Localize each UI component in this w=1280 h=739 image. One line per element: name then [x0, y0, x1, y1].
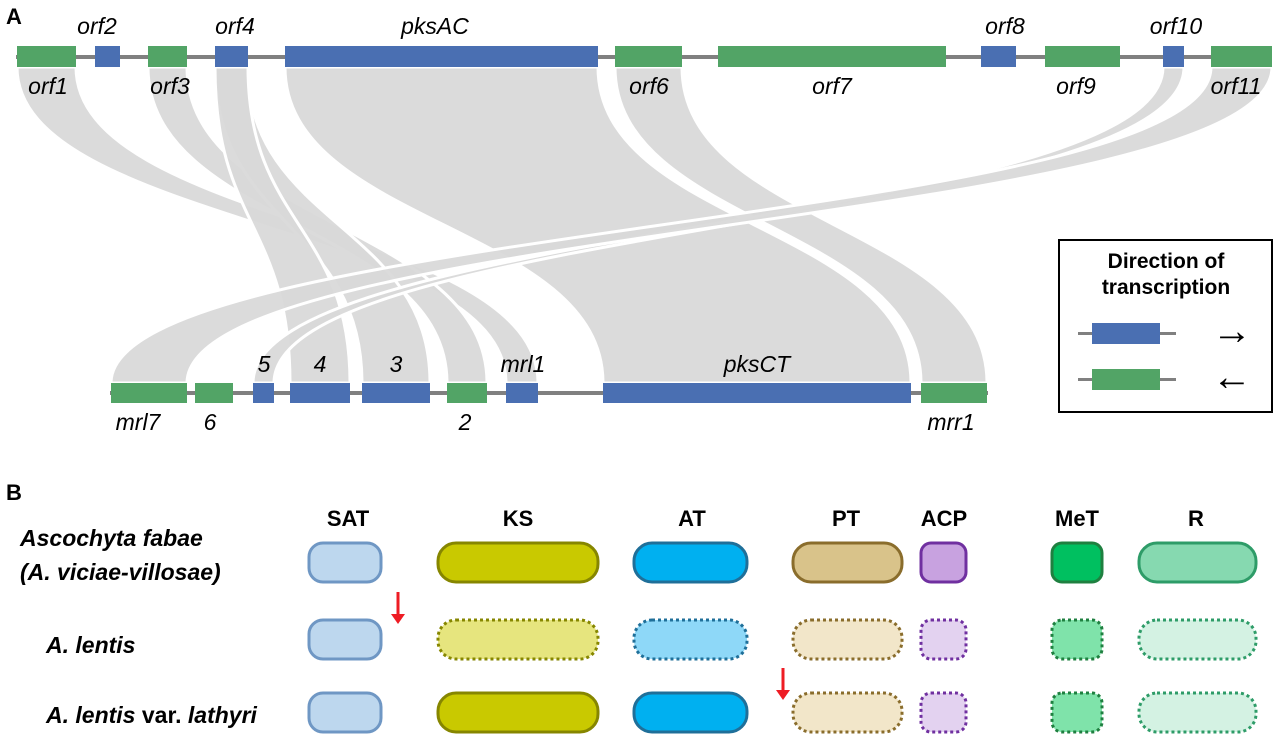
domain-box-r-row2 — [1137, 618, 1258, 661]
domain-box-sat-row3 — [307, 691, 383, 734]
gene-top-orf9 — [1045, 46, 1120, 67]
mutation-markers — [391, 592, 790, 700]
domain-box-met-row3 — [1050, 691, 1104, 734]
gene-label-orf10: orf10 — [1150, 13, 1203, 39]
gene-label-mrl1: mrl1 — [501, 351, 546, 377]
gene-arrows — [17, 46, 1272, 403]
domain-header-ks: KS — [503, 506, 534, 531]
gene-label-3: 3 — [390, 351, 403, 377]
domain-box-pt-row2 — [791, 618, 904, 661]
gene-label-mrr1: mrr1 — [927, 409, 974, 435]
species-label-fabae: Ascochyta fabae — [19, 525, 203, 551]
gene-top-orf8 — [981, 46, 1016, 67]
domain-header-pt: PT — [832, 506, 861, 531]
domain-box-sat-row2 — [307, 618, 383, 661]
species-label-fabae-synonym: (A. viciae-villosae) — [20, 559, 221, 585]
domain-box-at-row3 — [632, 691, 749, 734]
domain-box-pt-row3 — [791, 691, 904, 734]
gene-label-orf9: orf9 — [1056, 73, 1096, 99]
bottom-cluster-backbone — [110, 391, 988, 395]
gene-bottom-mrl1 — [506, 383, 538, 403]
domain-box-acp-row1 — [919, 541, 968, 584]
gene-label-orf6: orf6 — [629, 73, 669, 99]
species-label-lathyri: A. lentis var. lathyri — [45, 702, 258, 728]
domain-box-r-row1 — [1137, 541, 1258, 584]
gene-top-orf2 — [95, 46, 120, 67]
mutation-arrow-lathyri-head — [776, 690, 790, 700]
domain-header-met: MeT — [1055, 506, 1100, 531]
species-label-lathyri-genus: A. lentis — [45, 702, 135, 728]
gene-label-5: 5 — [258, 351, 271, 377]
domain-box-ks-row2 — [436, 618, 600, 661]
gene-label-orf11: orf11 — [1211, 73, 1262, 99]
gene-label-6: 6 — [204, 409, 217, 435]
species-label-lathyri-var: var. — [135, 702, 187, 728]
legend: Direction of transcription → ← — [1058, 239, 1273, 413]
domain-box-pt-row1 — [791, 541, 904, 584]
panel-label-b: B — [6, 480, 22, 505]
domain-box-sat-row1 — [307, 541, 383, 584]
gene-bottom-g3 — [362, 383, 430, 403]
domain-box-met-row2 — [1050, 618, 1104, 661]
domain-box-at-row2 — [632, 618, 749, 661]
domain-box-acp-row2 — [919, 618, 968, 661]
gene-label-4: 4 — [314, 351, 327, 377]
gene-top-orf3 — [148, 46, 187, 67]
legend-reverse-arrow-icon: ← — [1212, 355, 1252, 399]
legend-forward-gene — [1092, 323, 1160, 344]
legend-reverse-gene — [1092, 369, 1160, 390]
gene-label-orf1: orf1 — [28, 73, 68, 99]
gene-top-orf11 — [1211, 46, 1272, 67]
gene-bottom-g6 — [195, 383, 233, 403]
domain-header-sat: SAT — [327, 506, 370, 531]
gene-label-orf4: orf4 — [215, 13, 255, 39]
gene-label-pksCT: pksCT — [723, 351, 792, 377]
gene-label-orf7: orf7 — [812, 73, 853, 99]
domain-box-ks-row3 — [436, 691, 600, 734]
gene-label-orf8: orf8 — [985, 13, 1025, 39]
domain-header-at: AT — [678, 506, 706, 531]
domain-box-ks-row1 — [436, 541, 600, 584]
gene-top-orf4 — [215, 46, 248, 67]
gene-bottom-g4 — [290, 383, 350, 403]
gene-label-2: 2 — [458, 409, 472, 435]
legend-title-line2: transcription — [1102, 276, 1230, 299]
domain-header-acp: ACP — [921, 506, 967, 531]
gene-label-orf2: orf2 — [77, 13, 117, 39]
gene-top-orf1 — [17, 46, 76, 67]
gene-top-orf7 — [718, 46, 946, 67]
domain-boxes — [307, 541, 1258, 734]
domain-box-r-row3 — [1137, 691, 1258, 734]
domain-header-r: R — [1188, 506, 1204, 531]
domain-box-met-row1 — [1050, 541, 1104, 584]
gene-label-orf3: orf3 — [150, 73, 190, 99]
gene-bottom-mrr1 — [921, 383, 987, 403]
gene-bottom-g5 — [253, 383, 274, 403]
gene-top-orf10 — [1163, 46, 1184, 67]
gene-bottom-pksCT — [603, 383, 911, 403]
domain-box-at-row1 — [632, 541, 749, 584]
gene-bottom-mrl7 — [111, 383, 187, 403]
gene-top-pksAC — [285, 46, 598, 67]
synteny-link-orf4-g4 — [213, 65, 352, 385]
mutation-arrow-lentis-head — [391, 614, 405, 624]
legend-forward-arrow-icon: → — [1212, 309, 1252, 353]
domain-box-acp-row3 — [919, 691, 968, 734]
gene-top-orf6 — [615, 46, 682, 67]
species-label-lathyri-epithet: lathyri — [188, 702, 258, 728]
gene-label-pksAC: pksAC — [400, 13, 469, 39]
gene-label-mrl7: mrl7 — [116, 409, 162, 435]
species-label-lentis: A. lentis — [45, 632, 135, 658]
legend-title-line1: Direction of — [1108, 250, 1226, 273]
gene-bottom-g2 — [447, 383, 487, 403]
panel-label-a: A — [6, 4, 22, 29]
